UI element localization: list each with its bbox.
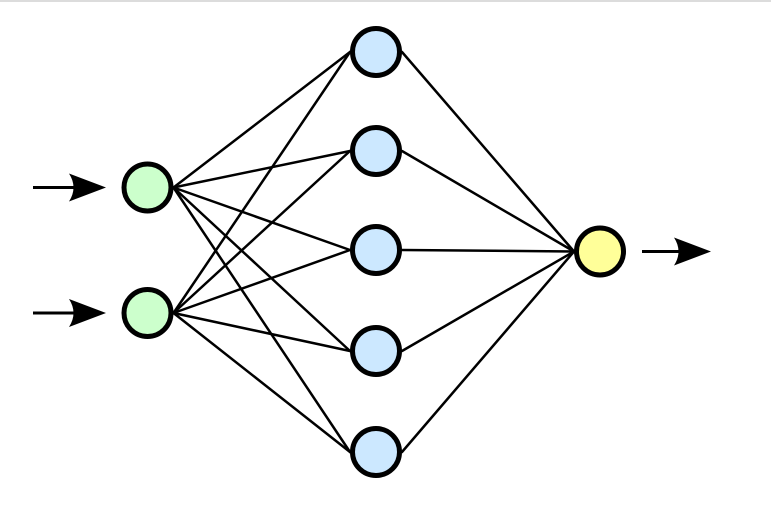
hidden-1-node xyxy=(350,26,402,78)
edge-input-2-hidden-4 xyxy=(172,311,352,353)
input-arrow-1-head-icon xyxy=(69,173,106,202)
edge-input-1-hidden-3 xyxy=(172,186,352,252)
output-1-node xyxy=(574,225,626,278)
input-1-node xyxy=(121,161,174,214)
edge-input-1-hidden-5 xyxy=(172,186,352,454)
hidden-2-node xyxy=(350,125,402,177)
edge-input-2-hidden-1 xyxy=(172,50,352,315)
edge-input-1-hidden-2 xyxy=(172,149,352,189)
edge-hidden-2-output-1 xyxy=(400,149,576,253)
input-2-node xyxy=(121,287,174,339)
top-border-line xyxy=(0,0,771,2)
edge-input-2-hidden-2 xyxy=(172,149,352,315)
edge-input-2-hidden-3 xyxy=(172,248,352,315)
hidden-3-node xyxy=(350,224,402,276)
edge-input-1-hidden-4 xyxy=(172,186,352,353)
hidden-4-node xyxy=(350,325,402,377)
edge-hidden-4-output-1 xyxy=(400,250,576,353)
hidden-5-node xyxy=(350,426,402,478)
output-arrow-head-icon xyxy=(674,237,711,266)
input-arrow-2-head-icon xyxy=(69,299,106,327)
edge-hidden-3-output-1 xyxy=(400,248,576,253)
edge-input-1-hidden-1 xyxy=(172,50,352,189)
edge-hidden-1-output-1 xyxy=(400,50,576,253)
edge-input-2-hidden-5 xyxy=(172,311,352,454)
edge-hidden-5-output-1 xyxy=(400,250,576,454)
